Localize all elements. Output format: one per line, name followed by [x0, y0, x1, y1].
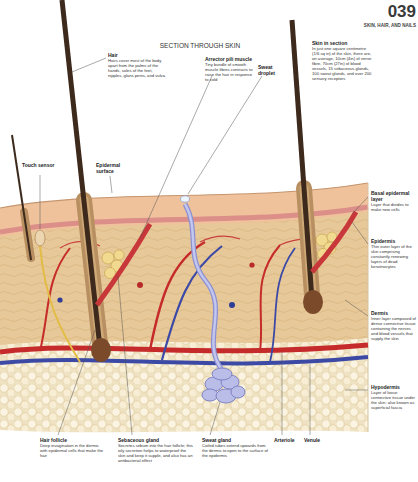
callout-heading: Arteriole: [274, 437, 302, 443]
callout-text: Layer of loose connective tissue under t…: [371, 390, 417, 410]
sweat-droplet: [181, 196, 190, 202]
callout-heading: Hair: [108, 52, 166, 58]
callout-heading: Dermis: [371, 310, 417, 316]
hypodermis: [0, 338, 368, 432]
callout-heading: Epidermal surface: [96, 162, 136, 174]
callout-heading: Sweat droplet: [258, 64, 286, 76]
leader-lines: [40, 58, 368, 435]
arteriole: [0, 345, 368, 352]
callout-heading: Sebaceous gland: [118, 437, 194, 443]
callout-text: Deep invagination in the dermis with epi…: [40, 443, 104, 458]
callout-text: Thin outer layer of the skin comprising …: [371, 244, 417, 269]
chapter-name: SKIN, HAIR, AND NAILS: [340, 23, 416, 29]
diagram-title: SECTION THROUGH SKIN: [150, 42, 250, 50]
callout-heading: Sweat gland: [202, 437, 268, 443]
callout-heading: Hair follicle: [40, 437, 104, 443]
callout-text: Secretes sebum into the hair follicle; t…: [118, 443, 194, 463]
page-number: 039: [366, 2, 416, 22]
callout-heading: Arrector pili muscle: [205, 56, 255, 62]
callout-heading: Skin in section: [312, 40, 372, 46]
callout-text: Coiled tubes extend upwards from the der…: [202, 443, 268, 458]
callout-text: In just one square centimetre (1/6 sq in…: [312, 46, 372, 81]
callout-heading: Venule: [304, 437, 332, 443]
callout-heading: Touch sensor: [22, 162, 58, 168]
callout-text: Layer that divides to make new cells: [371, 202, 417, 212]
callout-heading: Basal epidermal layer: [371, 190, 417, 202]
callout-text: Inner layer composed of dense connective…: [371, 316, 417, 341]
touch-sensor: [35, 230, 45, 246]
hair-shaft: [62, 0, 100, 348]
callout-text: Tiny bundle of smooth muscle fibres cont…: [205, 62, 255, 82]
callout-heading: Epidermis: [371, 238, 417, 244]
callout-heading: Hypodermis: [371, 384, 417, 390]
callout-text: Hairs cover most of the body apart from …: [108, 58, 166, 78]
venule: [0, 357, 368, 363]
arrector-pili: [97, 224, 150, 305]
sweat-gland: [202, 368, 245, 403]
